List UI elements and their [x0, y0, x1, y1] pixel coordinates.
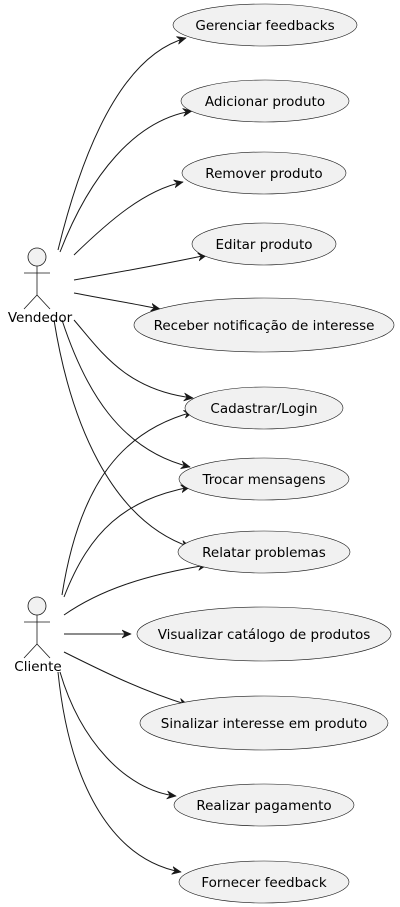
use-case-fornecer-feedback: Fornecer feedback [178, 860, 350, 904]
association-vendedor-gerenciar-feedbacks [57, 38, 186, 251]
use-case-ellipse [191, 222, 337, 266]
use-case-label: Sinalizar interesse em produto [161, 716, 368, 732]
association-vendedor-relatar-problemas [53, 319, 190, 547]
stick-figure-icon [23, 596, 51, 659]
use-case-ellipse [136, 606, 392, 662]
use-case-gerenciar-feedbacks: Gerenciar feedbacks [172, 3, 358, 47]
use-case-label: Fornecer feedback [201, 875, 326, 891]
use-case-adicionar-produto: Adicionar produto [180, 79, 350, 123]
use-case-editar-produto: Editar produto [191, 222, 337, 266]
use-case-remover-produto: Remover produto [181, 151, 347, 195]
use-case-trocar-mensagens: Trocar mensagens [178, 457, 350, 501]
use-case-cadastrar-login: Cadastrar/Login [184, 386, 344, 430]
use-case-label: Trocar mensagens [201, 472, 325, 488]
association-vendedor-receber-notificacao [73, 292, 160, 309]
use-case-realizar-pagamento: Realizar pagamento [173, 783, 355, 827]
use-case-label: Receber notificação de interesse [154, 318, 375, 334]
association-cliente-fornecer-feedback [57, 671, 181, 872]
use-cases: Gerenciar feedbacks Adicionar produto Re… [133, 3, 395, 904]
association-vendedor-trocar-mensagens [61, 319, 190, 467]
use-case-label: Realizar pagamento [196, 798, 331, 814]
use-case-label: Adicionar produto [205, 94, 325, 110]
association-vendedor-adicionar-produto [59, 111, 192, 253]
use-case-ellipse [177, 530, 351, 574]
use-case-ellipse [133, 297, 395, 353]
use-case-ellipse [181, 151, 347, 195]
association-cliente-cadastrar-login [61, 412, 193, 596]
use-case-ellipse [184, 386, 344, 430]
use-case-label: Relatar problemas [202, 545, 326, 561]
association-vendedor-cadastrar-login [73, 319, 193, 398]
use-case-visualizar-catalogo-de-produtos: Visualizar catálogo de produtos [136, 606, 392, 662]
actor-label: Vendedor [8, 310, 73, 326]
use-case-ellipse [180, 79, 350, 123]
use-case-relatar-problemas: Relatar problemas [177, 530, 351, 574]
association-cliente-relatar-problemas [63, 565, 207, 616]
association-vendedor-editar-produto [73, 255, 207, 281]
use-case-label: Remover produto [205, 166, 322, 182]
association-vendedor-remover-produto [73, 182, 183, 256]
actor-cliente: Cliente [14, 596, 62, 675]
use-case-sinalizar-interesse-em-produto: Sinalizar interesse em produto [139, 695, 389, 751]
use-case-ellipse [173, 783, 355, 827]
use-case-ellipse [178, 457, 350, 501]
use-case-ellipse [139, 695, 389, 751]
use-case-ellipse [178, 860, 350, 904]
association-cliente-trocar-mensagens [63, 487, 190, 598]
use-case-ellipse [172, 3, 358, 47]
associations [53, 38, 207, 872]
association-cliente-sinalizar-interesse [63, 651, 188, 705]
use-case-label: Cadastrar/Login [210, 401, 317, 417]
stick-figure-icon [23, 247, 51, 310]
association-cliente-realizar-pagamento [59, 671, 176, 796]
use-case-receber-notificacao-de-interesse: Receber notificação de interesse [133, 297, 395, 353]
actor-vendedor: Vendedor [8, 247, 73, 326]
use-case-label: Editar produto [215, 237, 312, 253]
use-case-label: Gerenciar feedbacks [195, 18, 334, 34]
actor-label: Cliente [14, 659, 61, 675]
use-case-label: Visualizar catálogo de produtos [158, 627, 371, 643]
